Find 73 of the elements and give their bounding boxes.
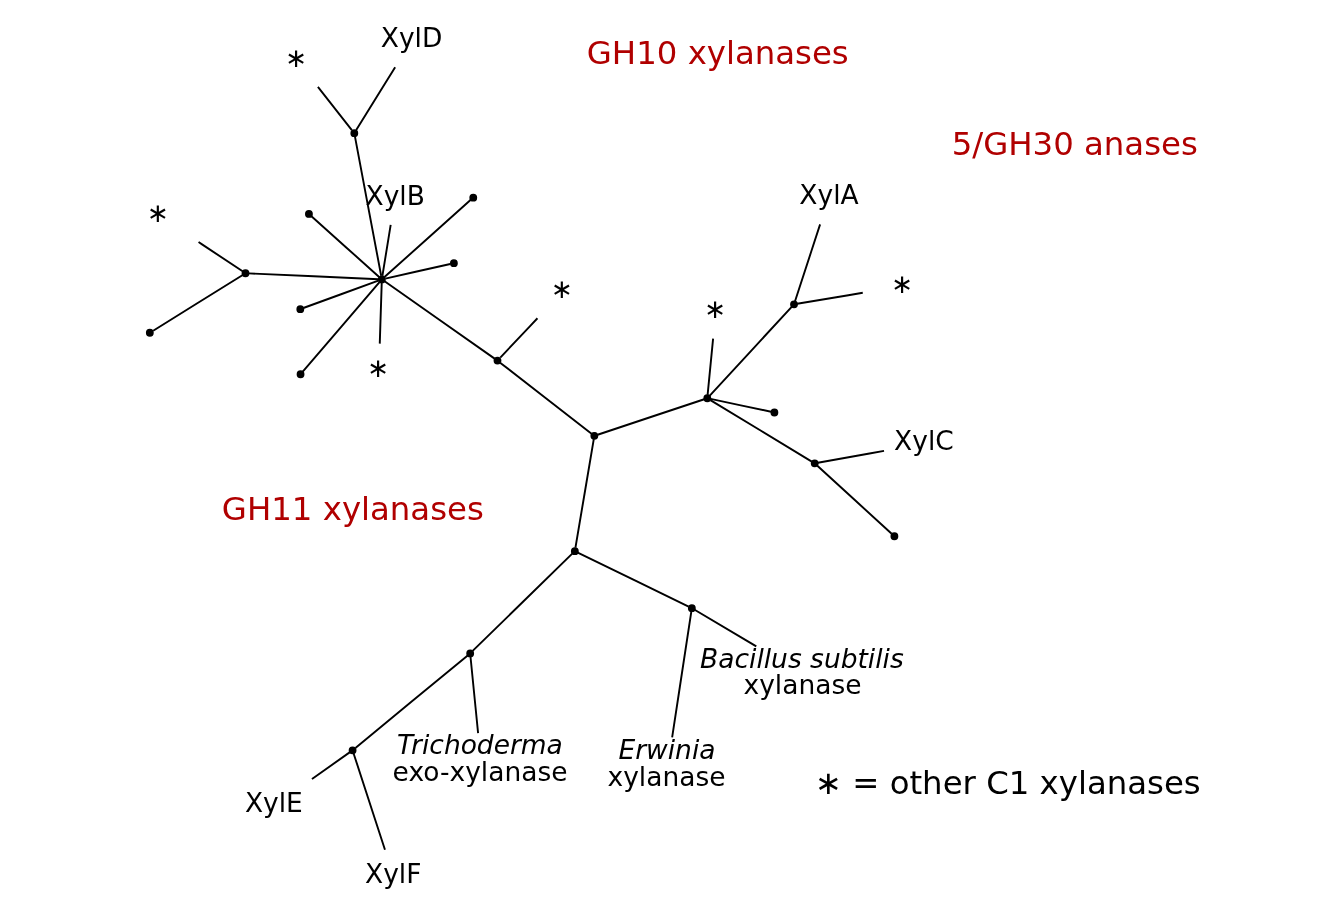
node-point xyxy=(349,129,358,138)
connector xyxy=(301,281,380,373)
connector xyxy=(596,398,705,436)
node-point xyxy=(890,532,898,541)
node-text: Bacillus subtilis xylanase xyxy=(699,642,904,701)
node-point xyxy=(687,604,696,613)
node-point xyxy=(493,356,501,365)
connector xyxy=(301,279,379,309)
connector xyxy=(309,215,380,279)
connector xyxy=(383,280,496,360)
connector xyxy=(709,397,772,413)
connector xyxy=(793,223,821,303)
node-text: ∗ xyxy=(284,41,307,73)
connector xyxy=(469,656,479,735)
label: 5/GH30 anases xyxy=(951,124,1198,163)
connector xyxy=(247,272,379,281)
node-point xyxy=(377,275,386,284)
node-text: Erwinia xylanase xyxy=(606,734,725,792)
node-point xyxy=(296,370,304,379)
node-text: ∗ xyxy=(703,293,726,325)
node-point xyxy=(304,210,313,218)
label: GH10 xylanases xyxy=(586,33,849,72)
connector xyxy=(471,552,573,652)
node-point xyxy=(241,269,249,278)
connector xyxy=(795,291,864,305)
label: ∗ = other C1 xylanases xyxy=(814,763,1201,802)
node-point xyxy=(145,328,154,337)
node-point xyxy=(468,193,477,202)
connector xyxy=(498,317,538,359)
connector xyxy=(815,464,893,535)
connector xyxy=(352,752,386,851)
connector xyxy=(574,438,595,549)
connector xyxy=(576,551,690,608)
node-text: ∗ xyxy=(550,272,573,304)
connector xyxy=(816,449,885,464)
node-text: XylE xyxy=(244,787,303,819)
node-point xyxy=(810,459,819,468)
connector xyxy=(380,223,392,277)
connector xyxy=(354,66,396,132)
node-text: ∗ xyxy=(146,196,169,228)
node-text: XylB xyxy=(365,179,425,211)
connector xyxy=(708,399,813,463)
connector xyxy=(310,751,351,780)
node-text: ∗ xyxy=(890,267,913,299)
node-point xyxy=(465,649,474,658)
connector xyxy=(151,274,244,332)
node-point xyxy=(295,305,304,314)
node-text: Trichoderma exo-xylanase xyxy=(392,729,567,787)
node-point xyxy=(570,547,579,556)
connector xyxy=(353,135,382,277)
connector xyxy=(197,241,244,273)
connector xyxy=(498,361,592,435)
connector xyxy=(693,608,757,648)
connector xyxy=(706,337,714,396)
connector xyxy=(354,654,469,749)
connector xyxy=(378,281,383,345)
node-text: XylC xyxy=(893,425,954,457)
connector xyxy=(708,305,793,397)
connector xyxy=(316,85,353,132)
connector xyxy=(670,610,692,739)
connector xyxy=(383,198,472,278)
node-point xyxy=(449,259,458,268)
node-point xyxy=(770,408,778,417)
node-text: XylD xyxy=(380,21,442,53)
connector xyxy=(383,263,451,280)
node-point xyxy=(789,300,798,309)
node-point xyxy=(348,746,356,755)
label: GH11 xylanases xyxy=(221,489,484,528)
node-text: XylA xyxy=(798,179,859,211)
node-point xyxy=(589,431,598,440)
node-text: XylF xyxy=(364,857,421,889)
node-point xyxy=(702,394,711,403)
node-text: ∗ xyxy=(366,351,389,383)
